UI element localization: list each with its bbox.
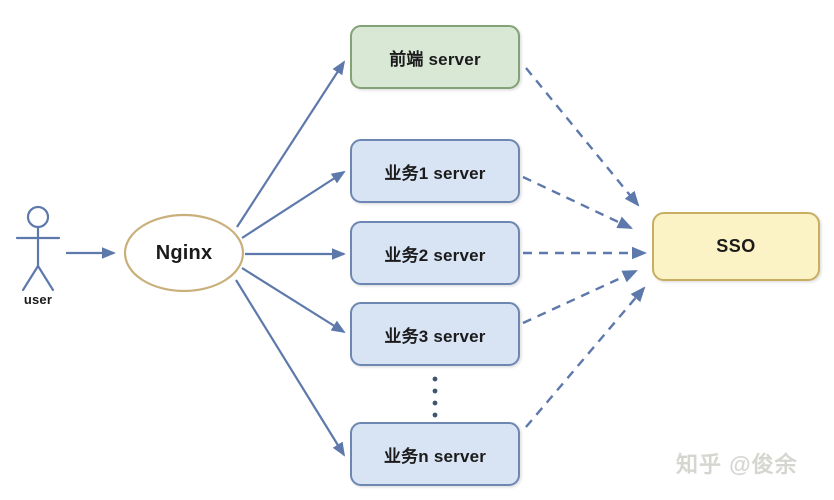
ellipsis-dots-icon — [432, 376, 438, 418]
node-biz2-server: 业务2 server — [350, 221, 520, 285]
node-biz1-server: 业务1 server — [350, 139, 520, 203]
user-label: user — [23, 291, 53, 307]
user-figure-icon — [15, 205, 61, 292]
sso-label: SSO — [716, 236, 756, 256]
dashed-arrow-frontend-to-sso — [525, 67, 640, 207]
arrow-nginx-to-biz1 — [241, 170, 346, 239]
dashed-arrow-biz3-to-sso — [522, 269, 638, 325]
arrow-nginx-to-frontend — [236, 60, 346, 228]
node-frontend-server: 前端 server — [350, 25, 520, 89]
node-sso: SSO — [652, 212, 820, 281]
bizn-server-label: 业务n server — [383, 446, 487, 466]
biz2-server-label: 业务2 server — [384, 245, 486, 265]
frontend-server-label: 前端 server — [389, 49, 481, 69]
nginx-ellipse — [123, 213, 245, 293]
zhihu-watermark: 知乎 @俊余 — [676, 452, 798, 477]
arrow-nginx-to-bizn — [235, 279, 346, 457]
dashed-arrow-biz1-to-sso — [522, 175, 633, 230]
node-bizn-server: 业务n server — [350, 422, 520, 486]
user-node: user — [10, 291, 66, 307]
dashed-arrow-bizn-to-sso — [525, 286, 646, 428]
nginx-node: Nginx — [126, 216, 242, 290]
biz3-server-label: 业务3 server — [384, 326, 486, 346]
node-biz3-server: 业务3 server — [350, 302, 520, 366]
nginx-label: Nginx — [155, 241, 213, 264]
arrow-nginx-to-biz3 — [241, 267, 346, 334]
biz1-server-label: 业务1 server — [384, 163, 486, 183]
